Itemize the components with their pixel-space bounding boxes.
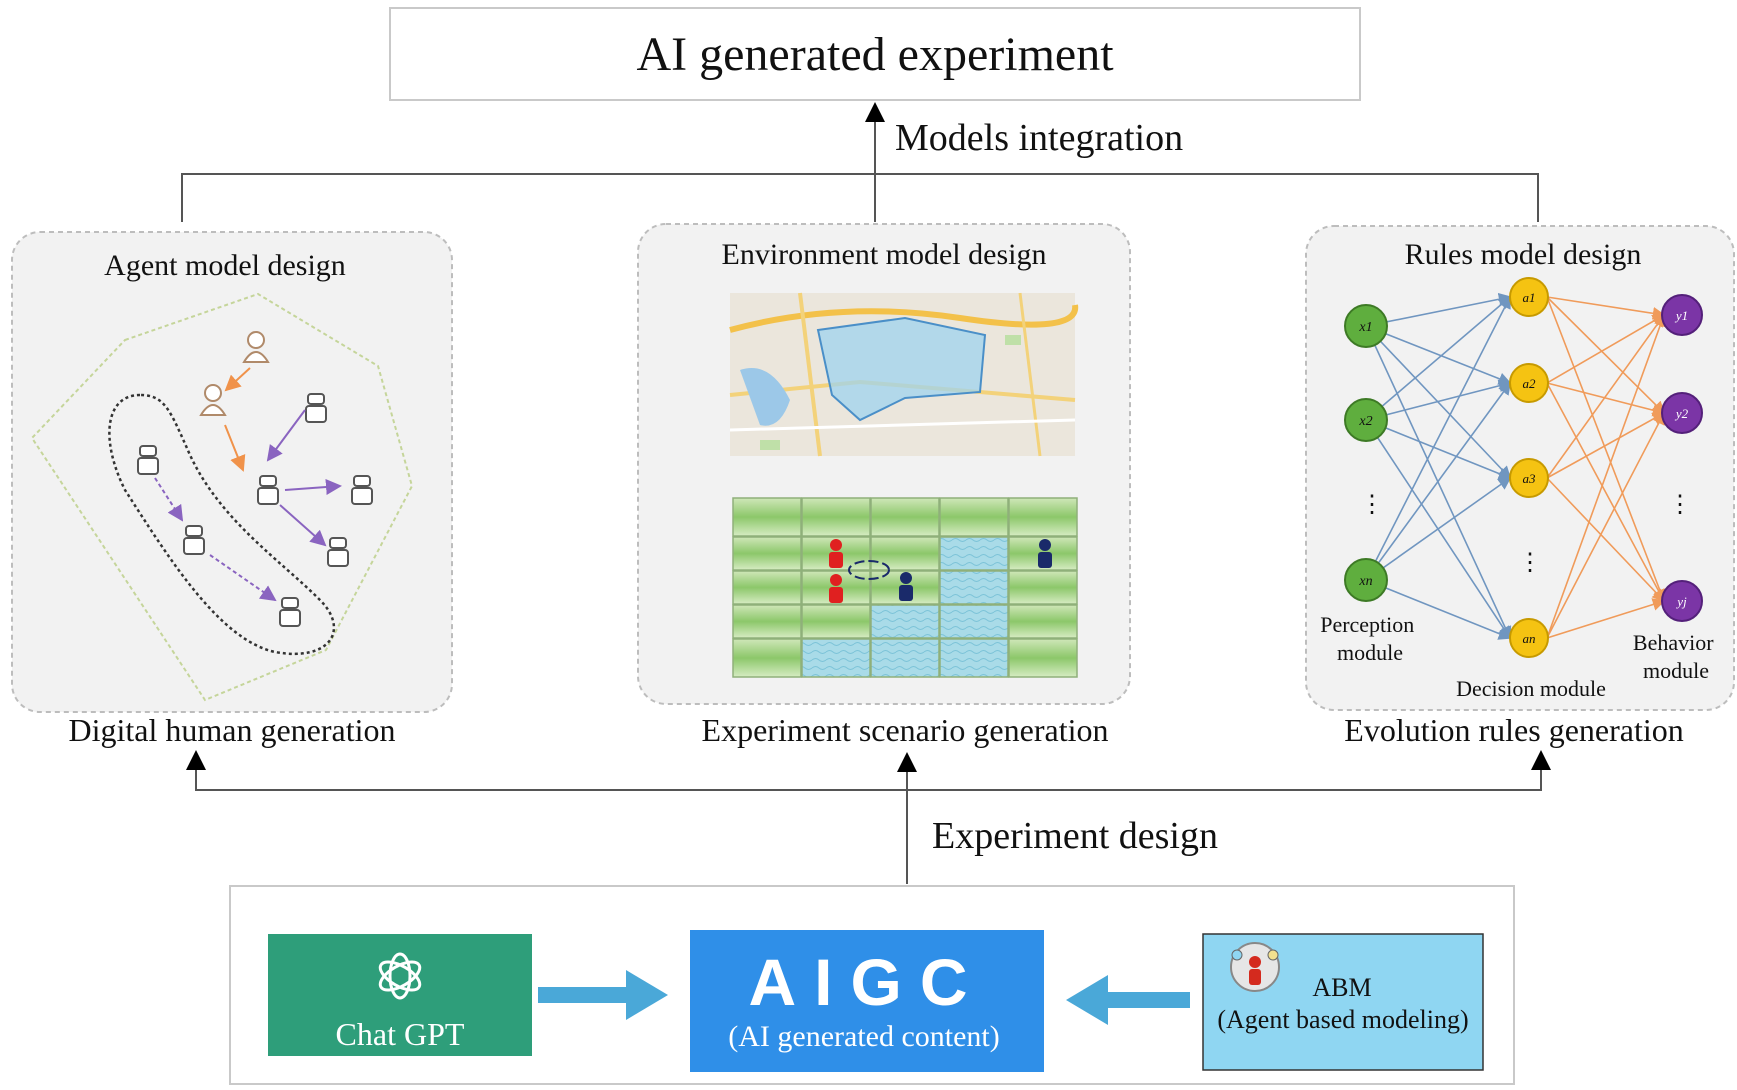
environment-panel-caption: Experiment scenario generation (702, 712, 1109, 748)
agent-group-hull (30, 292, 414, 702)
rules-model-panel: Rules model design (1305, 225, 1735, 711)
grid-scenario-image (732, 497, 1078, 678)
rules-panel-title: Rules model design (1405, 238, 1642, 271)
nn-input-node (1344, 558, 1388, 602)
nn-hidden-label: a3 (1523, 471, 1537, 486)
abm-agents-icon (1230, 942, 1280, 992)
nn-input-node (1344, 398, 1388, 442)
pedestrian-icons (829, 539, 1052, 603)
nn-edges-hidden-output (1546, 296, 1667, 639)
top-box (389, 7, 1361, 101)
openai-logo-icon (378, 952, 422, 1000)
nn-hidden-label: a2 (1523, 376, 1537, 391)
chatgpt-block: Chat GPT (268, 934, 532, 1056)
chatgpt-to-aigc-arrow (538, 970, 668, 1020)
rules-panel-caption: Evolution rules generation (1344, 712, 1683, 748)
experiment-design-bracket (195, 758, 1542, 791)
chatgpt-label: Chat GPT (336, 1016, 465, 1052)
agent-cluster-outline (108, 393, 336, 655)
nn-hidden-node (1509, 363, 1549, 403)
environment-model-panel: Environment model design (637, 223, 1131, 705)
perception-module-label: Perception module (1320, 612, 1420, 665)
aigc-block: AIGC (AI generated content) (690, 930, 1044, 1072)
nn-output-ellipsis: ⋮ (1668, 492, 1692, 518)
models-integration-bracket (181, 173, 1539, 222)
abm-to-aigc-arrow (1066, 975, 1190, 1025)
nn-hidden-node (1509, 277, 1549, 317)
models-integration-label: Models integration (895, 117, 1183, 159)
abm-title: ABM (1312, 973, 1371, 1002)
nn-output-node (1661, 580, 1703, 622)
abm-block: ABM (Agent based modeling) (1202, 933, 1484, 1071)
rotation-icon (848, 560, 890, 580)
nn-input-label: x2 (1358, 414, 1372, 429)
nn-input-ellipsis: ⋮ (1360, 492, 1384, 518)
nn-output-label: yj (1675, 594, 1687, 609)
agent-panel-caption: Digital human generation (68, 712, 395, 748)
nn-hidden-node (1509, 618, 1549, 658)
nn-input-nodes: x1 x2 xn (1344, 304, 1388, 602)
nn-input-label: xn (1358, 574, 1372, 589)
nn-hidden-nodes: a1 a2 a3 an (1509, 277, 1549, 658)
nn-input-node (1344, 304, 1388, 348)
aigc-subtitle: (AI generated content) (728, 1020, 1000, 1053)
environment-panel-title: Environment model design (722, 238, 1047, 271)
experiment-design-label: Experiment design (932, 815, 1218, 857)
nn-output-node (1661, 392, 1703, 434)
nn-input-label: x1 (1358, 320, 1372, 335)
nn-output-nodes: y1 y2 yj (1661, 294, 1703, 622)
city-map-image (729, 292, 1079, 457)
nn-output-label: y2 (1674, 406, 1689, 421)
top-box-title: AI generated experiment (636, 28, 1114, 81)
aigc-title: AIGC (749, 945, 986, 1019)
agent-robot-icons (137, 393, 373, 627)
decision-module-label: Decision module (1456, 676, 1606, 701)
nn-output-label: y1 (1674, 308, 1688, 323)
behavior-module-label: Behavior module (1633, 630, 1719, 683)
map-selected-region (816, 316, 987, 422)
agent-interaction-arrows (154, 367, 342, 602)
agent-panel-title: Agent model design (104, 249, 346, 282)
abm-subtitle: (Agent based modeling) (1217, 1005, 1468, 1034)
nn-hidden-label: an (1523, 631, 1536, 646)
agent-human-icon (199, 331, 270, 416)
nn-edges-input-hidden (1365, 292, 1512, 640)
nn-hidden-ellipsis: ⋮ (1518, 550, 1542, 576)
nn-hidden-label: a1 (1523, 290, 1536, 305)
agent-model-panel: Agent model design (11, 231, 453, 713)
nn-hidden-node (1509, 458, 1549, 498)
nn-output-node (1661, 294, 1703, 336)
